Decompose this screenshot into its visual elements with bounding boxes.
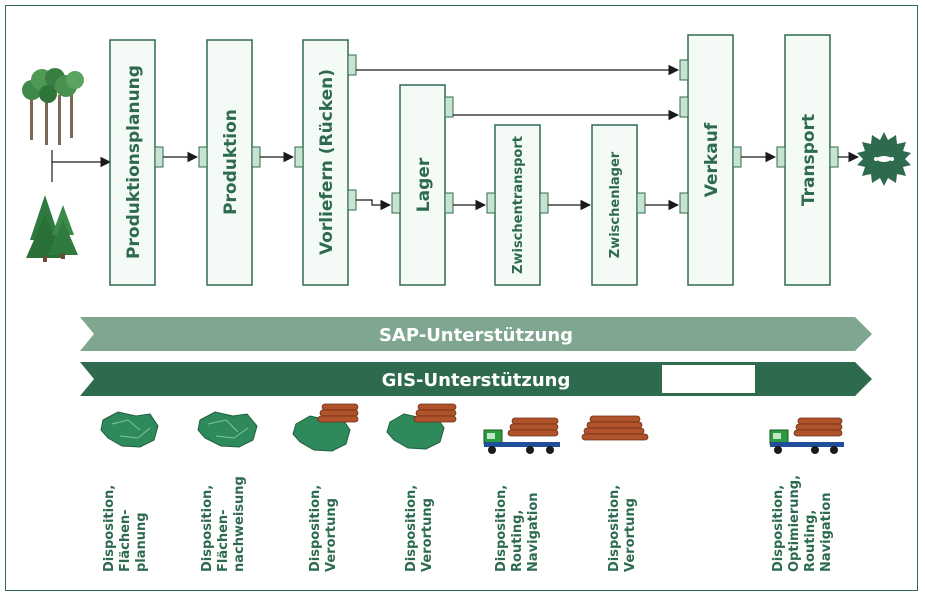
caption-line: Disposition, <box>404 485 419 572</box>
step-label: Verkauf <box>702 122 722 197</box>
caption-line: Disposition, <box>308 485 323 572</box>
step-label: Zwischentransport <box>511 136 526 274</box>
caption-line: Navigation <box>526 492 541 572</box>
deciduous-trees-icon <box>22 68 84 145</box>
conifer-trees-icon <box>26 195 78 262</box>
area-map-icon <box>197 411 258 448</box>
step-label: Produktionsplanung <box>124 65 144 259</box>
caption-line: nachweisung <box>232 476 247 572</box>
caption-line: Verortung <box>623 498 638 572</box>
step-label: Lager <box>414 157 434 212</box>
gis-support-label: GIS-Unterstützung <box>382 370 571 391</box>
map-with-logs-icon <box>292 403 359 452</box>
caption-line: Disposition, <box>102 485 117 572</box>
log-truck-icon <box>483 417 560 454</box>
caption-line: Optimierung, <box>787 475 802 572</box>
connector-ports <box>154 54 839 214</box>
caption-line: Disposition, <box>771 485 786 572</box>
caption-flaechennachweisung: Disposition, Flächen- nachweisung <box>200 476 247 572</box>
step-label: Transport <box>799 114 819 206</box>
caption-line: planung <box>134 512 149 572</box>
flow-arrows <box>163 64 860 211</box>
caption-verortung-2: Disposition, Verortung <box>404 485 435 572</box>
sap-support-bar: SAP-Unterstützung <box>80 317 872 351</box>
process-step-lager: Lager <box>399 84 446 286</box>
caption-line: Routing, <box>510 510 525 572</box>
caption-line: Verortung <box>420 498 435 572</box>
log-truck-icon <box>769 417 844 454</box>
caption-verortung-3: Disposition, Verortung <box>607 485 638 572</box>
process-step-transport: Transport <box>784 34 831 286</box>
map-with-logs-icon <box>386 403 457 450</box>
process-step-zwischenlager: Zwischenlager <box>591 124 638 286</box>
process-step-verkauf: Verkauf <box>687 34 734 286</box>
log-pile-icon <box>581 415 649 441</box>
caption-routing-navigation: Disposition, Routing, Navigation <box>494 485 541 572</box>
caption-line: Disposition, <box>200 485 215 572</box>
process-step-produktionsplanung: Produktionsplanung <box>109 39 156 286</box>
sap-support-label: SAP-Unterstützung <box>379 325 573 346</box>
process-step-vorliefern: Vorliefern (Rücken) <box>302 39 349 286</box>
caption-line: Flächen- <box>118 509 133 572</box>
process-step-produktion: Produktion <box>206 39 253 286</box>
diagram-frame <box>5 5 918 591</box>
caption-line: Flächen- <box>216 509 231 572</box>
caption-flaechenplanung: Disposition, Flächen- planung <box>102 485 149 572</box>
caption-line: Disposition, <box>494 485 509 572</box>
caption-line: Navigation <box>819 492 834 572</box>
caption-verortung-1: Disposition, Verortung <box>308 485 339 572</box>
caption-line: Disposition, <box>607 485 622 572</box>
saw-blade-icon <box>857 132 911 186</box>
area-map-icon <box>100 411 159 448</box>
caption-line: Routing, <box>803 510 818 572</box>
step-label: Zwischenlager <box>608 151 623 258</box>
step-label: Produktion <box>221 109 241 215</box>
gis-gap <box>662 365 755 393</box>
caption-line: Verortung <box>324 498 339 572</box>
process-step-zwischentransport: Zwischentransport <box>494 124 541 286</box>
step-label: Vorliefern (Rücken) <box>317 69 337 255</box>
gis-support-bar: GIS-Unterstützung <box>80 362 872 396</box>
caption-optimierung: Disposition, Optimierung, Routing, Navig… <box>771 475 834 572</box>
